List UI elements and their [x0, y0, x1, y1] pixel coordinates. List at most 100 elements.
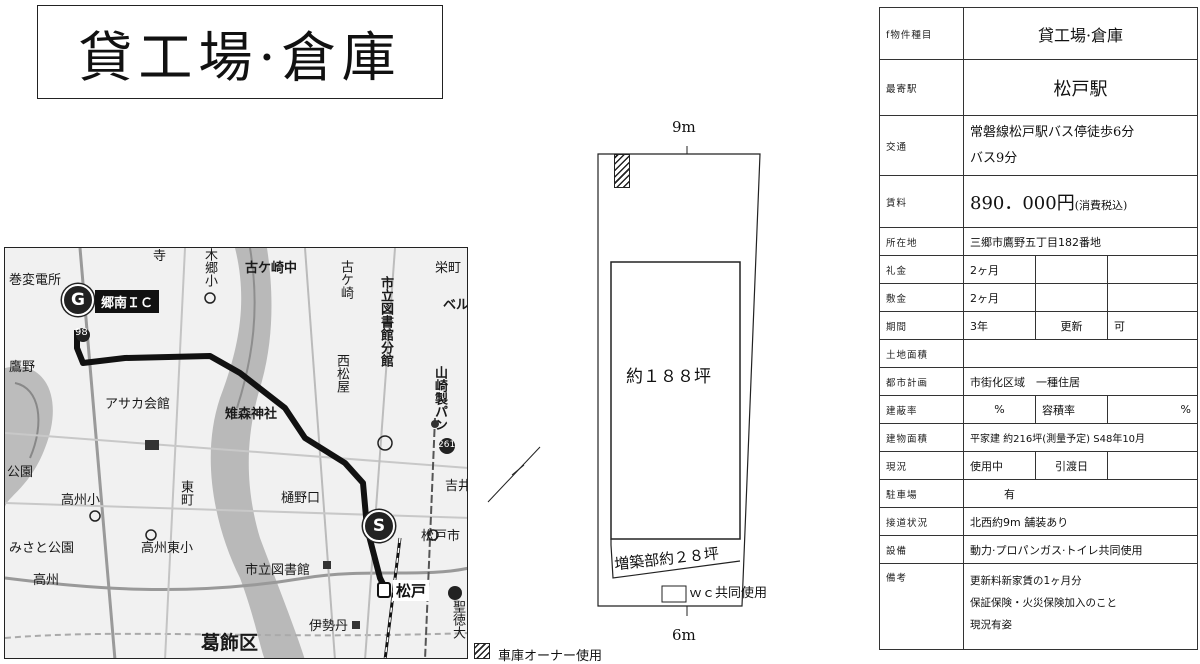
- map-label-temple: 寺: [153, 249, 167, 264]
- row-notes: 備考 更新料新家賃の1ヶ月分 保証保険・火災保険加入のこと 現況有姿: [879, 563, 1198, 650]
- plan-wc-label: ｗｃ共同使用: [689, 586, 768, 601]
- note-line: 現況有姿: [970, 619, 1012, 631]
- row-parking: 駐車場 有: [879, 479, 1198, 508]
- key-land-area: 土地面積: [879, 339, 964, 368]
- key-status: 現況: [879, 451, 964, 480]
- station-icon: [377, 582, 391, 598]
- val-deposit: 2ヶ月: [963, 255, 1036, 284]
- map-label-kogasaki: 古ケ崎: [338, 260, 353, 299]
- row-land-area: 土地面積: [879, 339, 1198, 368]
- val-floor-area: 平家建 約216坪(測量予定) S48年10月: [963, 423, 1198, 452]
- note-line: 更新料新家賃の1ヶ月分: [970, 575, 1082, 587]
- row-equipment: 設備 動力·プロパンガス·トイレ共同使用: [879, 535, 1198, 564]
- key-floor-area: 建物面積: [879, 423, 964, 452]
- map-label-shrine: 雉森神社: [225, 407, 278, 422]
- key-term: 期間: [879, 311, 964, 340]
- map-label-kogasaki-jhs: 古ケ崎中: [245, 261, 298, 276]
- val-handover: [1107, 451, 1198, 480]
- row-deposit: 礼金 2ヶ月: [879, 255, 1198, 284]
- row-rent: 賃料 890．000円(消費税込): [879, 175, 1198, 228]
- map-label-nishimatsuya: 西松屋: [334, 354, 349, 393]
- row-address: 所在地 三郷市鷹野五丁目182番地: [879, 227, 1198, 256]
- val-rent: 890．000円(消費税込): [963, 175, 1198, 228]
- map-label-koshu: 高州: [33, 573, 60, 588]
- map-label-koshu-es: 高州小: [61, 493, 101, 508]
- map-label-takano: 鷹野: [9, 360, 36, 375]
- key-road: 接道状況: [879, 507, 964, 536]
- row-status: 現況 使用中 引渡日: [879, 451, 1198, 480]
- row-city-plan: 都市計画 市街化区域 一種住居: [879, 367, 1198, 396]
- map-label-substation: 巻変電所: [9, 273, 62, 288]
- empty-cell: [1107, 283, 1198, 312]
- val-renew: 可: [1107, 311, 1198, 340]
- val-address: 三郷市鷹野五丁目182番地: [963, 227, 1198, 256]
- empty-cell: [1035, 283, 1108, 312]
- val-rent-amount: 890．000円: [970, 192, 1075, 214]
- val-term: 3年: [963, 311, 1036, 340]
- key-deposit: 礼金: [879, 255, 964, 284]
- map-label-higashimachi: 東町: [178, 480, 193, 506]
- val-notes: 更新料新家賃の1ヶ月分 保証保険・火災保険加入のこと 現況有姿: [963, 563, 1198, 650]
- map-label-hino: 樋野口: [281, 491, 321, 506]
- row-station: 最寄駅 松戸駅: [879, 59, 1198, 116]
- val-access-line1: 常磐線松戸駅バス停徒歩6分: [970, 124, 1135, 140]
- goal-marker: G: [62, 284, 94, 316]
- map-label-seitoku: 聖徳大: [450, 600, 465, 639]
- map-label-ic: 郷南ＩＣ: [95, 290, 160, 313]
- map-label-katsushika: 葛飾区: [201, 632, 259, 654]
- val-parking: 有: [963, 479, 1198, 508]
- key-handover: 引渡日: [1035, 451, 1108, 480]
- key-parking: 駐車場: [879, 479, 964, 508]
- key-city-plan: 都市計画: [879, 367, 964, 396]
- key-renew: 更新: [1035, 311, 1108, 340]
- val-security: 2ヶ月: [963, 283, 1036, 312]
- val-road: 北西約9m 舗装あり: [963, 507, 1198, 536]
- route-map: 巻変電所 G 郷南ＩＣ 98 寺 木郷小 古ケ崎中 古ケ崎 市立図書館分館 栄町…: [4, 247, 468, 659]
- empty-cell: [1035, 255, 1108, 284]
- row-floor-area: 建物面積 平家建 約216坪(測量予定) S48年10月: [879, 423, 1198, 452]
- map-background: [5, 248, 467, 658]
- route-261-badge: 261: [438, 440, 456, 450]
- key-equipment: 設備: [879, 535, 964, 564]
- map-label-asaka: アサカ会館: [105, 397, 171, 412]
- key-coverage: 建蔽率: [879, 395, 964, 424]
- map-label-yamazaki: 山崎製パン: [432, 366, 447, 431]
- val-land-area: [963, 339, 1198, 368]
- row-security: 敷金 2ヶ月: [879, 283, 1198, 312]
- empty-cell: [1107, 255, 1198, 284]
- val-access: 常磐線松戸駅バス停徒歩6分 バス9分: [963, 115, 1198, 176]
- start-marker: S: [363, 510, 395, 542]
- map-label-library: 市立図書館: [245, 563, 311, 578]
- val-coverage-unit: %: [963, 395, 1036, 424]
- note-line: 保証保険・火災保険加入のこと: [970, 597, 1117, 609]
- map-label-isetan: 伊勢丹: [309, 619, 349, 634]
- key-property-type: f物件種目: [879, 7, 964, 60]
- key-access: 交通: [879, 115, 964, 176]
- key-security: 敷金: [879, 283, 964, 312]
- row-coverage: 建蔽率 % 容積率 %: [879, 395, 1198, 424]
- val-equipment: 動力·プロパンガス·トイレ共同使用: [963, 535, 1198, 564]
- map-label-bell: ベル: [443, 298, 468, 313]
- map-label-koshu-east-es: 高州東小: [141, 541, 194, 556]
- map-label-park: 公園: [7, 465, 34, 480]
- key-notes: 備考: [879, 563, 964, 650]
- val-status: 使用中: [963, 451, 1036, 480]
- map-label-kigo-school: 木郷小: [202, 248, 217, 287]
- row-term: 期間 3年 更新 可: [879, 311, 1198, 340]
- plan-main-area: 約１８８坪: [626, 367, 711, 387]
- key-station: 最寄駅: [879, 59, 964, 116]
- key-floor-ratio: 容積率: [1035, 395, 1108, 424]
- map-label-yoshii: 吉井: [445, 479, 467, 494]
- val-property-type: 貸工場·倉庫: [963, 7, 1198, 60]
- row-property-type: f物件種目 貸工場·倉庫: [879, 7, 1198, 60]
- row-road: 接道状況 北西約9m 舗装あり: [879, 507, 1198, 536]
- map-label-matsudo-city: 松戸市: [421, 529, 461, 544]
- row-access: 交通 常磐線松戸駅バス停徒歩6分 バス9分: [879, 115, 1198, 176]
- plan-bottom-width: 6m: [672, 626, 696, 644]
- floor-plan: [487, 146, 761, 616]
- val-floor-ratio-unit: %: [1107, 395, 1198, 424]
- page-title: 貸工場·倉庫: [37, 5, 443, 99]
- val-station: 松戸駅: [963, 59, 1198, 116]
- property-spec-table: f物件種目 貸工場·倉庫 最寄駅 松戸駅 交通 常磐線松戸駅バス停徒歩6分 バス…: [879, 7, 1198, 650]
- garage-hatch-area: [614, 154, 630, 188]
